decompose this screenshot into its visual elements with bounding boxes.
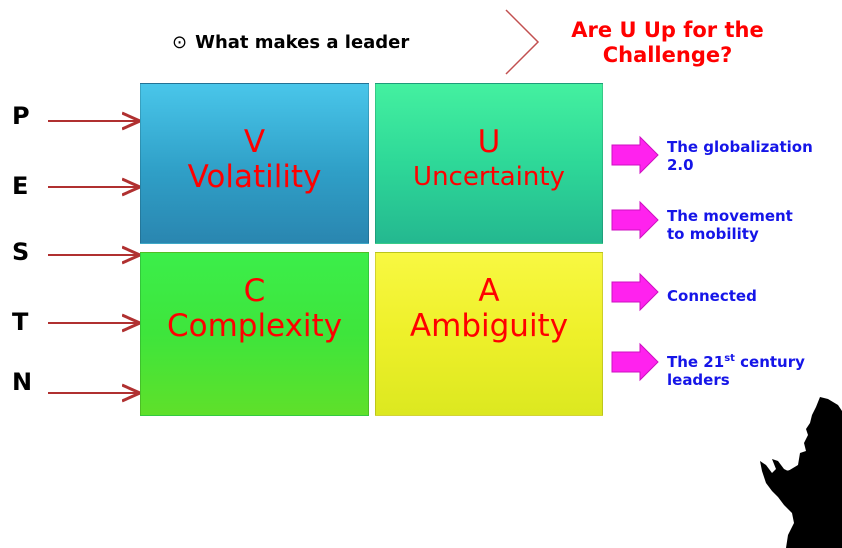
pink-arrow-icon <box>611 200 659 240</box>
quadrant-word: Ambiguity <box>409 308 569 344</box>
thinker-silhouette-icon <box>760 397 842 548</box>
quadrant-letter: V <box>243 124 266 160</box>
quadrant-letter: C <box>243 273 266 309</box>
quadrant-letter: A <box>478 273 500 309</box>
quadrant-word: Volatility <box>187 159 322 195</box>
side-item-line1: The globalization <box>667 138 813 156</box>
pest-letter-p: P <box>12 102 30 130</box>
side-item-leaders: The 21st century leaders <box>667 350 842 389</box>
subtitle-text: What makes a leader <box>195 32 410 53</box>
page-title: Are U Up for the Challenge? <box>571 18 764 67</box>
pest-letter-s: S <box>12 238 30 266</box>
side-item-line2: to mobility <box>667 225 759 243</box>
quadrant-volatility: V Volatility <box>140 83 369 244</box>
quadrant-ambiguity: A Ambiguity <box>375 252 603 416</box>
quadrant-uncertainty: U Uncertainty <box>375 83 603 244</box>
side-item-globalization: The globalization 2.0 <box>667 138 842 174</box>
chevron-divider-icon <box>505 9 540 75</box>
side-item-line1-rest: century <box>734 353 805 371</box>
side-item-connected: Connected <box>667 287 842 305</box>
side-item-line2: 2.0 <box>667 156 694 174</box>
side-item-mobility: The movement to mobility <box>667 207 842 243</box>
side-item-line1-wrap: The 21st century <box>667 350 842 371</box>
pest-letter-e: E <box>12 172 29 200</box>
quadrant-word: Complexity <box>166 308 343 344</box>
quadrant-word: Uncertainty <box>413 162 565 192</box>
side-item-line2: leaders <box>667 371 730 389</box>
pink-arrow-icon <box>611 342 659 382</box>
pest-letter-t: T <box>12 308 29 336</box>
subtitle: ⊙ What makes a leader <box>172 32 409 53</box>
quadrant-letter: U <box>477 124 501 160</box>
side-item-line1: Connected <box>667 287 757 305</box>
pest-letter-n: N <box>12 368 33 396</box>
quadrant-complexity: C Complexity <box>140 252 369 416</box>
pink-arrow-icon <box>611 135 659 175</box>
pink-arrow-icon <box>611 272 659 312</box>
side-item-line1: The movement <box>667 207 793 225</box>
side-item-line1: The 21 <box>667 353 725 371</box>
bullet-icon: ⊙ <box>172 32 188 53</box>
side-item-sup: st <box>724 353 735 364</box>
